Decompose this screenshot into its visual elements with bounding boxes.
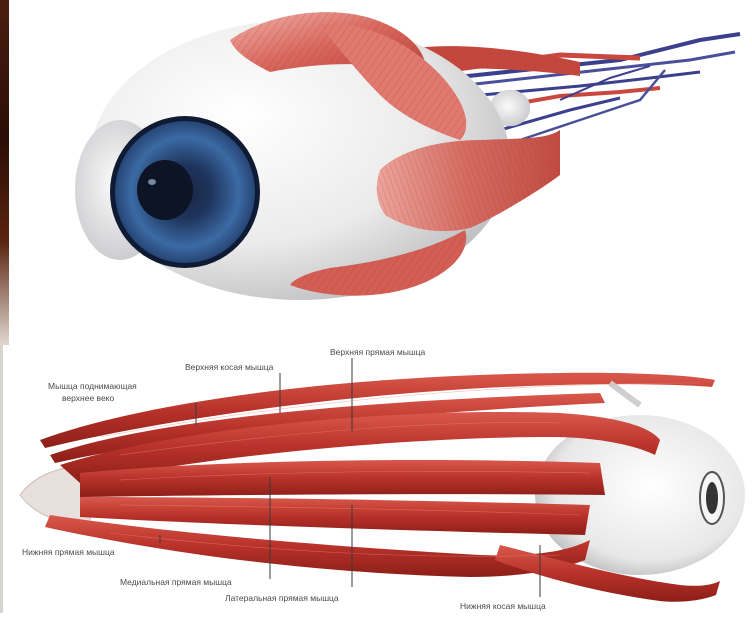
label-medial-rectus: Медиальная прямая мышца — [120, 577, 232, 587]
extraocular-muscles-diagram: Верхняя прямая мышца Верхняя косая мышца… — [0, 345, 752, 613]
eyeball-3d-svg — [0, 0, 752, 345]
trochlea — [610, 383, 640, 405]
label-superior-oblique: Верхняя косая мышца — [185, 362, 274, 372]
eyeball-3d-illustration — [0, 0, 752, 345]
muscles-diagram-svg: Верхняя прямая мышца Верхняя косая мышца… — [0, 345, 752, 613]
label-levator-line2: верхнее веко — [62, 393, 115, 403]
iris-side — [706, 482, 718, 514]
label-inferior-rectus: Нижняя прямая мышца — [22, 547, 115, 557]
label-inferior-oblique: Нижняя косая мышца — [460, 601, 546, 611]
pupil — [137, 160, 193, 220]
iris — [110, 116, 260, 268]
label-lateral-rectus: Латеральная прямая мышца — [225, 593, 339, 603]
label-levator-line1: Мышца поднимающая — [48, 381, 137, 391]
label-superior-rectus: Верхняя прямая мышца — [330, 347, 426, 357]
pupil-highlight — [148, 179, 156, 185]
